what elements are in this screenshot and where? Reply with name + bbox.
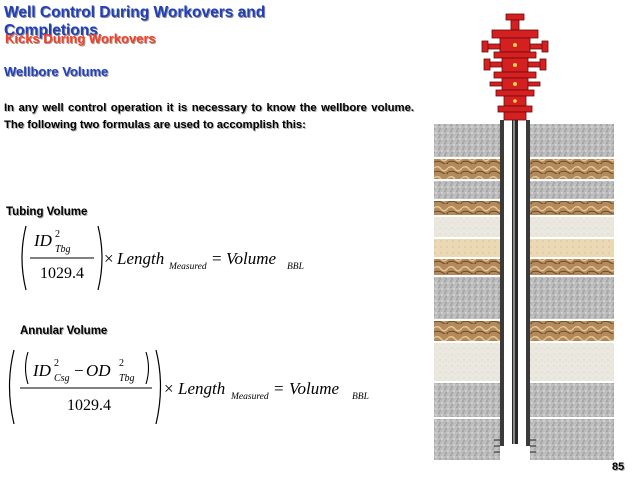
wellbore-illustration xyxy=(434,13,614,460)
tubing-denominator: 1029.4 xyxy=(40,265,84,282)
annular-volume-formula: ID 2 Csg − OD 2 Tbg 1029.4 × Length Meas… xyxy=(8,349,369,425)
annular-od-subscript: Tbg xyxy=(119,373,135,384)
borehole xyxy=(494,74,536,460)
length-text: Length xyxy=(116,249,164,268)
equals-sign: = xyxy=(274,379,284,398)
volume-text: Volume xyxy=(289,379,340,398)
slide-subtitle: Kicks During Workovers xyxy=(5,31,156,46)
intro-paragraph: In any well control operation it is nece… xyxy=(4,102,414,131)
tubing-id-exponent: 2 xyxy=(55,229,60,240)
annular-denominator: 1029.4 xyxy=(67,397,111,414)
page-number: 85 xyxy=(612,461,625,473)
minus-sign: − xyxy=(74,361,84,380)
times-sign: × xyxy=(104,249,114,268)
tubing-volume-formula: ID 2 Tbg 1029.4 × Length Measured = Volu… xyxy=(21,225,304,291)
annular-id-subscript: Csg xyxy=(54,373,70,384)
tubing-volume-label: Tubing Volume xyxy=(6,206,88,218)
tubing-id-text: ID xyxy=(33,231,53,250)
volume-subscript: BBL xyxy=(352,392,369,402)
section-heading: Wellbore Volume xyxy=(4,64,109,79)
slide-title: Well Control During Workovers and Comple… xyxy=(4,4,266,39)
perforations xyxy=(494,439,536,453)
annular-od-text: OD xyxy=(86,361,111,380)
tubing-id-subscript: Tbg xyxy=(55,244,71,255)
casing-left-wall xyxy=(500,120,504,446)
length-subscript: Measured xyxy=(230,392,269,402)
annular-od-exponent: 2 xyxy=(119,358,124,369)
volume-subscript: BBL xyxy=(287,262,304,272)
times-sign: × xyxy=(164,379,174,398)
annular-volume-label: Annular Volume xyxy=(20,325,108,337)
volume-text: Volume xyxy=(226,249,277,268)
length-text: Length xyxy=(177,379,225,398)
wellhead-stack xyxy=(481,13,549,121)
equals-sign: = xyxy=(212,249,222,268)
annular-id-exponent: 2 xyxy=(54,358,59,369)
annular-id-text: ID xyxy=(32,361,52,380)
formation-layers xyxy=(434,124,614,460)
casing-right-wall xyxy=(526,120,530,446)
length-subscript: Measured xyxy=(168,262,207,272)
